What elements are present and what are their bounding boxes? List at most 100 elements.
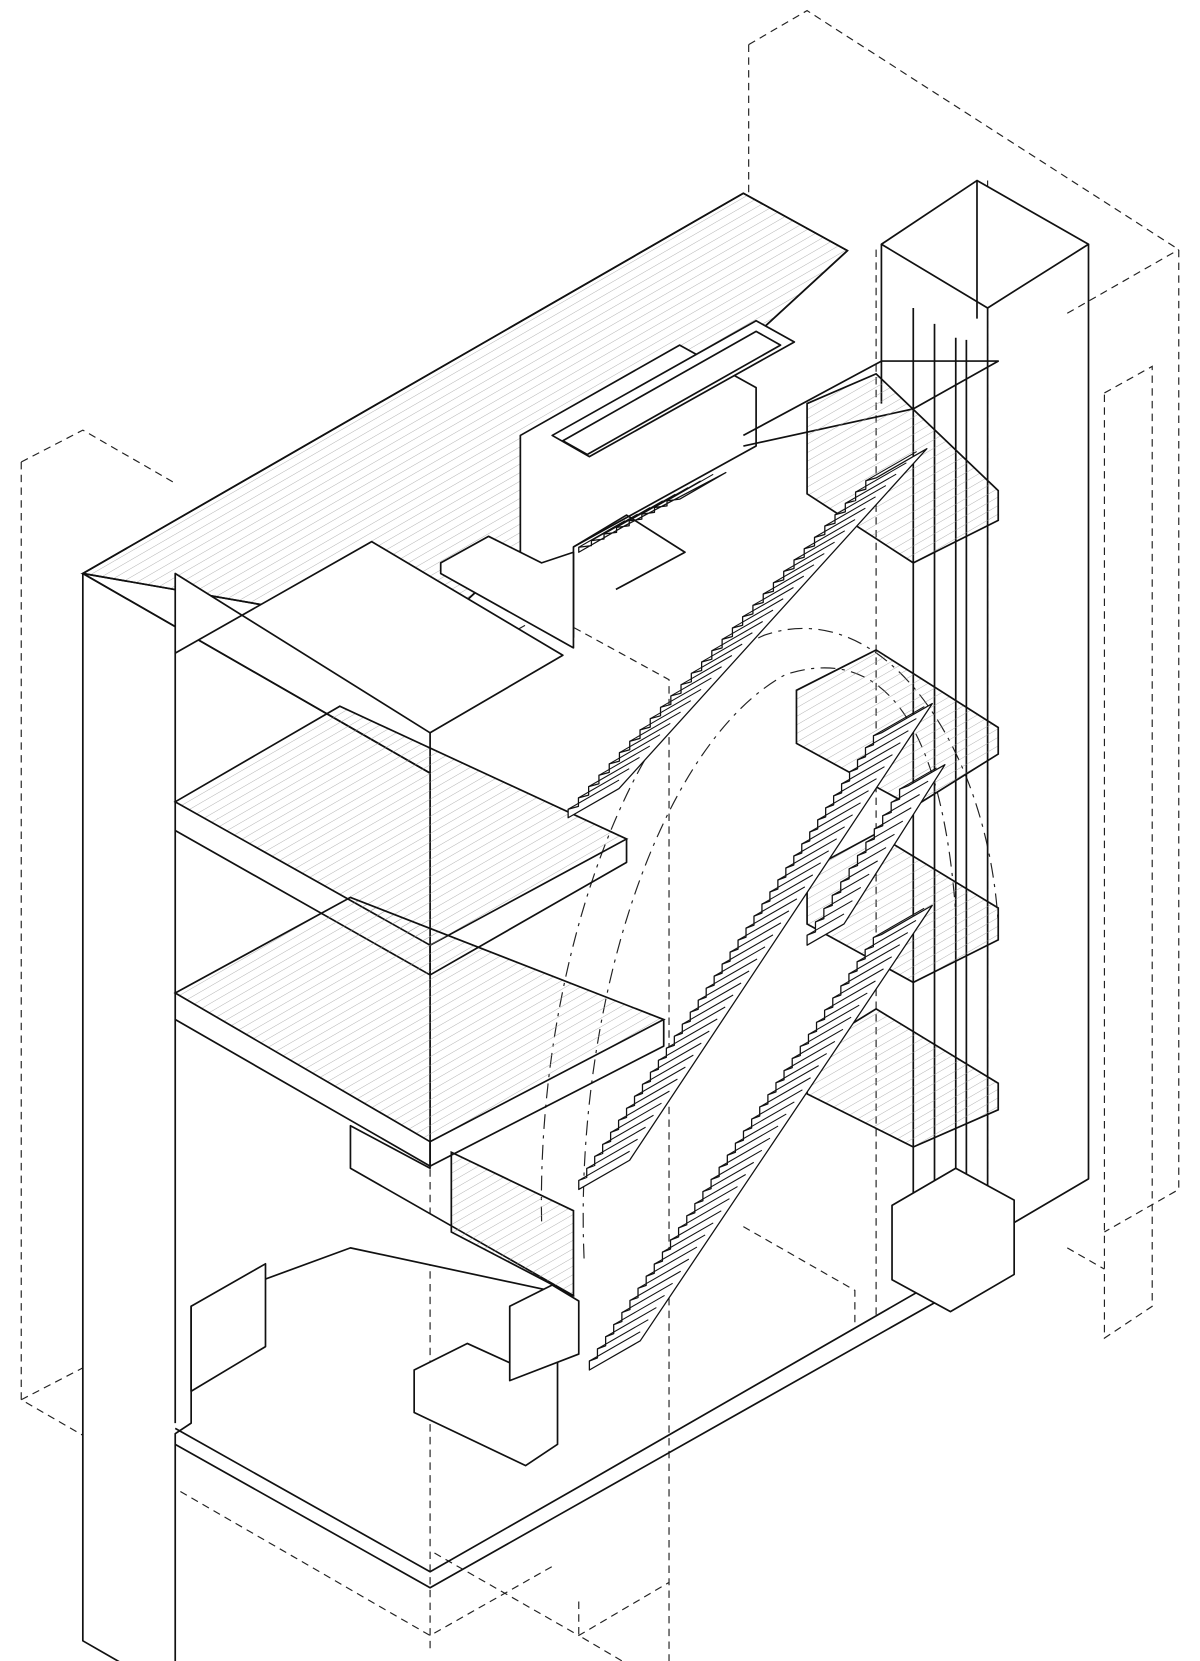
stair-nosing-line	[737, 910, 790, 941]
stair-nosing-line	[686, 1186, 738, 1217]
stair-flight-3	[588, 904, 933, 1371]
stair-nosing-line	[791, 1028, 844, 1059]
stair-nosing-line	[777, 850, 830, 881]
stair-nosing-line	[873, 907, 925, 939]
stair-flights	[567, 448, 946, 1371]
stair-nosing-line	[882, 794, 920, 817]
stair-nosing-line	[759, 1077, 811, 1108]
stair-nosing-line	[856, 932, 909, 963]
stair-nosing-line	[890, 780, 929, 803]
stair-nosing-line	[634, 1066, 686, 1097]
stair-nosing-line	[618, 1090, 670, 1121]
stair-nosing-line	[832, 968, 884, 999]
stair-nosing-line	[775, 1053, 827, 1084]
stair-nosing-line	[621, 1282, 673, 1314]
stair-nosing-line	[874, 807, 912, 830]
stair-nosing-line	[645, 1246, 698, 1277]
stair-nosing-line	[785, 838, 837, 869]
stair-nosing-line	[761, 874, 814, 905]
stair-nosing-line	[824, 496, 876, 527]
stair-nosing-line	[833, 766, 885, 797]
stair-nosing-line	[654, 480, 701, 508]
stair-nosing-line	[654, 1234, 706, 1265]
stair-nosing-line	[783, 1040, 836, 1072]
stair-nosing-line	[752, 575, 805, 606]
stair-nosing-line	[694, 1174, 746, 1205]
stair-nosing-line	[793, 530, 846, 561]
stair-nosing-line	[824, 980, 876, 1011]
stair-nosing-line	[721, 609, 774, 640]
stair-nosing-line	[806, 913, 845, 936]
stair-nosing-line	[751, 1089, 803, 1120]
stair-nosing-line	[650, 1042, 702, 1073]
stair-nosing-line	[666, 473, 714, 502]
stair-nosing-line	[815, 900, 853, 923]
stair-nosing-line	[855, 462, 907, 493]
roof-stair-box	[439, 319, 796, 649]
stair-nosing-line	[857, 833, 895, 857]
stair-nosing-line	[589, 1331, 641, 1362]
stair-nosing-line	[832, 873, 870, 896]
stair-nosing-line	[864, 919, 917, 951]
stair-nosing-line	[605, 1307, 657, 1338]
stair-flight-5	[806, 764, 946, 946]
stair-nosing-line	[602, 1114, 654, 1145]
stair-nosing-line	[809, 802, 861, 833]
stair-nosing-line	[649, 689, 702, 720]
stair-nosing-line	[578, 520, 626, 548]
stair-nosing-line	[637, 1258, 690, 1289]
stair-nosing-line	[711, 621, 763, 652]
stair-nosing-line	[857, 730, 909, 761]
stair-nosing-line	[588, 756, 640, 788]
stair-nosing-line	[682, 994, 734, 1025]
stair-nosing-line	[800, 1016, 852, 1047]
stair-nosing-line	[680, 655, 733, 686]
stair-nosing-line	[849, 742, 901, 773]
stair-nosing-line	[735, 1113, 787, 1144]
stair-nosing-line	[865, 718, 917, 749]
stair-nosing-line	[793, 826, 845, 857]
main-building-block	[80, 192, 1005, 1661]
stair-nosing-line	[865, 451, 917, 482]
stair-nosing-line	[762, 564, 815, 595]
stair-nosing-line	[732, 598, 784, 629]
stair-nosing-line	[610, 1102, 662, 1133]
stair-nosing-line	[701, 632, 753, 663]
stair-nosing-line	[840, 860, 878, 883]
stair-nosing-line	[729, 922, 782, 953]
stair-nosing-line	[658, 1030, 710, 1061]
stair-nosing-line	[678, 1198, 730, 1229]
stair-nosing-line	[594, 1126, 646, 1157]
stair-nosing-line	[660, 677, 712, 708]
stair-nosing-line	[626, 1078, 678, 1109]
stair-nosing-line	[841, 754, 893, 785]
stair-nosing-line	[578, 768, 630, 799]
stair-nosing-line	[639, 700, 692, 731]
stair-nosing-line	[803, 519, 856, 550]
stair-nosing-line	[628, 493, 676, 522]
stair-nosing-line	[783, 541, 835, 572]
stair-nosing-line	[848, 944, 901, 975]
stair-nosing-line	[691, 643, 743, 674]
stair-nosing-line	[619, 722, 671, 754]
stair-nosing-line	[690, 982, 742, 1013]
stair-nosing-line	[814, 507, 866, 538]
stair-nosing-line	[578, 1150, 630, 1181]
stair-nosing-line	[697, 970, 750, 1001]
stair-nosing-line	[801, 814, 853, 845]
stair-nosing-line	[840, 956, 892, 987]
stair-nosing-line	[642, 1054, 694, 1085]
stair-nosing-line	[816, 992, 868, 1023]
stair-nosing-line	[598, 745, 651, 776]
stair-nosing-line	[662, 1222, 714, 1253]
stair-nosing-line	[666, 1018, 718, 1049]
stair-nosing-line	[702, 1161, 755, 1193]
stair-nosing-line	[825, 778, 877, 809]
stair-nosing-line	[710, 1149, 763, 1180]
stair-nosing-line	[713, 946, 766, 977]
stair-nosing-line	[823, 886, 862, 910]
stair-nosing-line	[721, 934, 774, 965]
stair-nosing-line	[629, 1270, 681, 1301]
stair-nosing-line	[608, 734, 661, 765]
